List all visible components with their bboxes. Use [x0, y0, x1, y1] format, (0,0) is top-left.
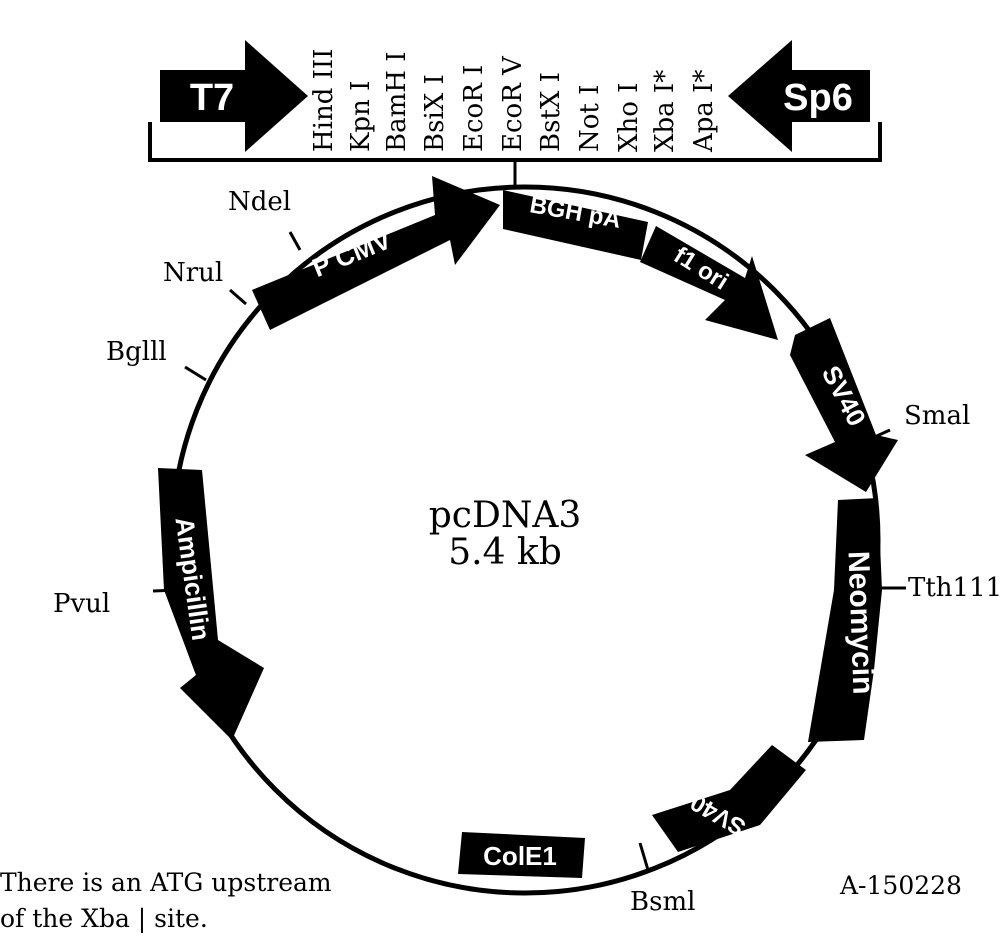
mcs-region: T7 Sp6 Hind III Kpn I BamH I BsiX I EcoR… [148, 40, 882, 186]
catalog-number: A-150228 [839, 871, 962, 900]
ndel-site-label: Ndel [228, 187, 291, 217]
t7-label: T7 [190, 77, 234, 119]
mcs-site-hindiii: Hind III [309, 49, 339, 152]
mcs-site-noti: Not I [575, 85, 605, 152]
tth111l-site-label: Tth111l [908, 573, 1000, 603]
neomycin-label: Neomycin [842, 550, 880, 694]
pvul-site-tick [152, 588, 179, 593]
cole1-label: ColE1 [483, 841, 557, 871]
sv40-upper-feature-arrow [790, 318, 898, 492]
mcs-site-kpni: Kpn I [346, 81, 376, 152]
bgh-pa-feature [503, 190, 648, 260]
mcs-site-ecori: EcoR I [459, 65, 489, 152]
smal-site-label: Smal [904, 401, 970, 431]
sv40-lower-feature [652, 745, 806, 852]
plasmid-size: 5.4 kb [448, 532, 562, 573]
footnote-line-2: of the Xba | site. [0, 904, 208, 934]
t7-promoter-arrow [160, 40, 308, 152]
bsml-site-tick [638, 842, 650, 871]
bsml-site-label: Bsml [630, 887, 695, 917]
ampicillin-feature-arrow [158, 468, 264, 740]
pcmv-feature-arrow [252, 176, 500, 330]
smal-site-tick [867, 428, 891, 442]
cole1-feature [458, 832, 585, 878]
neomycin-feature [808, 498, 882, 742]
bglll-site-tick [184, 365, 207, 382]
pvul-site-label: Pvul [53, 589, 110, 619]
sp6-label: Sp6 [783, 77, 853, 119]
ndel-site-tick [288, 231, 302, 251]
footnote-line-1: There is an ATG upstream [0, 868, 332, 897]
bglll-site-label: Bglll [106, 337, 167, 367]
mcs-site-bamhi: BamH I [382, 52, 412, 152]
mcs-site-xhoi: Xho I [614, 83, 644, 152]
nrul-site-tick [229, 288, 247, 306]
mcs-site-bstxi: BstX I [536, 72, 566, 152]
mcs-site-ecorv: EcoR V [498, 55, 528, 152]
plasmid-name: pcDNA3 [429, 495, 581, 536]
f1-ori-feature-arrow [640, 226, 778, 340]
mcs-site-bsixi: BsiX I [420, 74, 450, 152]
mcs-site-xbai: Xba I* [650, 70, 680, 152]
mcs-site-apai: Apa I* [689, 70, 719, 153]
nrul-site-label: Nrul [163, 258, 223, 288]
sp6-promoter-arrow [728, 40, 870, 152]
